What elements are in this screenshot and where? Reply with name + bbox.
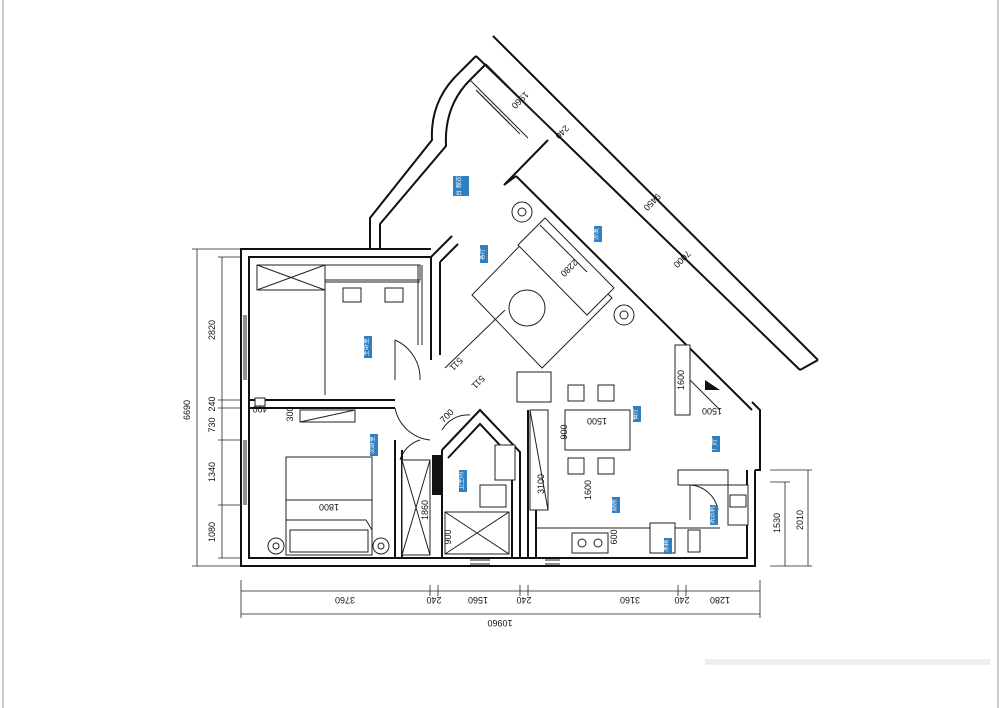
dim-240-b: 240 (516, 595, 531, 605)
dim-240-a: 240 (426, 595, 441, 605)
svg-text:冰箱: 冰箱 (662, 540, 670, 552)
dim-1500-entry: 1500 (702, 406, 722, 416)
dim-900-bath: 900 (443, 529, 453, 544)
dimension-left: 6690 2820 240 730 1340 1080 (182, 248, 241, 567)
living-furniture (444, 201, 721, 416)
dim-1600: 1600 (583, 480, 593, 500)
second-bedroom-furniture (267, 409, 442, 556)
dimension-right: 1530 2010 (770, 469, 812, 567)
svg-text:主卧室: 主卧室 (362, 338, 370, 356)
dim-240-c: 240 (674, 595, 689, 605)
label-living: 客厅 (478, 245, 488, 263)
dim-511-a: 511 (448, 356, 465, 373)
dim-1600-cab: 1600 (676, 370, 686, 390)
dim-2010: 2010 (795, 510, 805, 530)
dim-3160: 3160 (620, 595, 640, 605)
dim-730: 730 (207, 417, 217, 432)
svg-text:沙发: 沙发 (592, 228, 600, 240)
dim-600: 600 (609, 529, 619, 544)
svg-text:厨房: 厨房 (610, 499, 618, 511)
label-fridge: 冰箱 (662, 538, 672, 554)
label-sofa: 沙发 (592, 226, 602, 242)
svg-text:阳台 晾衣架: 阳台 晾衣架 (455, 170, 463, 202)
svg-text:卫生间: 卫生间 (457, 472, 465, 490)
dim-240-diag: 240 (553, 123, 571, 141)
master-wardrobe (254, 264, 423, 407)
dim-bed-1800: 1800 (319, 502, 339, 512)
label-master-bedroom: 主卧室 (362, 336, 372, 358)
svg-text:门厅: 门厅 (710, 438, 718, 450)
label-entry: 门厅 (710, 436, 720, 452)
dim-1530: 1530 (772, 513, 782, 533)
dim-3100: 3100 (536, 474, 546, 494)
dining-set (516, 371, 631, 475)
dim-table-900: 900 (559, 424, 569, 439)
dim-3760: 3760 (335, 595, 355, 605)
door-swings (394, 339, 719, 520)
dim-1280: 1280 (710, 595, 730, 605)
svg-text:次卧室: 次卧室 (368, 436, 376, 454)
dim-400: 400 (252, 404, 267, 414)
label-second-bedroom: 次卧室 (368, 434, 378, 456)
label-balcony: 阳台 晾衣架 (453, 170, 469, 202)
dim-table-1500: 1500 (587, 416, 607, 426)
label-bathroom: 卫生间 (457, 470, 467, 492)
dim-total-width: 10960 (487, 618, 512, 628)
dim-wall-1: 240 (207, 396, 217, 411)
dim-1560: 1560 (468, 595, 488, 605)
dim-700: 700 (438, 407, 456, 425)
dim-1860: 1860 (420, 500, 430, 520)
kitchen-counter (529, 409, 749, 554)
dim-total-height: 6690 (182, 400, 192, 420)
bathroom-fixtures (444, 444, 516, 555)
dimension-bottom: 3760 240 1560 240 3160 240 1280 10960 (240, 580, 761, 628)
room-labels: 阳台 晾衣架 客厅 沙发 主卧室 次卧室 卫生间 餐厅 厨房 (362, 170, 720, 554)
svg-text:餐厅: 餐厅 (631, 408, 639, 420)
label-kitchen: 厨房 (610, 497, 620, 513)
dim-1340: 1340 (207, 462, 217, 482)
label-washer: 洗衣机 (708, 505, 718, 525)
dim-master-height: 2820 (207, 320, 217, 340)
dim-511-b: 511 (470, 374, 487, 391)
dim-7000: 7000 (672, 249, 693, 270)
svg-text:洗衣机: 洗衣机 (708, 506, 716, 524)
svg-text:客厅: 客厅 (478, 248, 486, 260)
dim-1080: 1080 (207, 522, 217, 542)
dim-300: 300 (285, 406, 295, 421)
label-dining: 餐厅 (631, 406, 641, 422)
